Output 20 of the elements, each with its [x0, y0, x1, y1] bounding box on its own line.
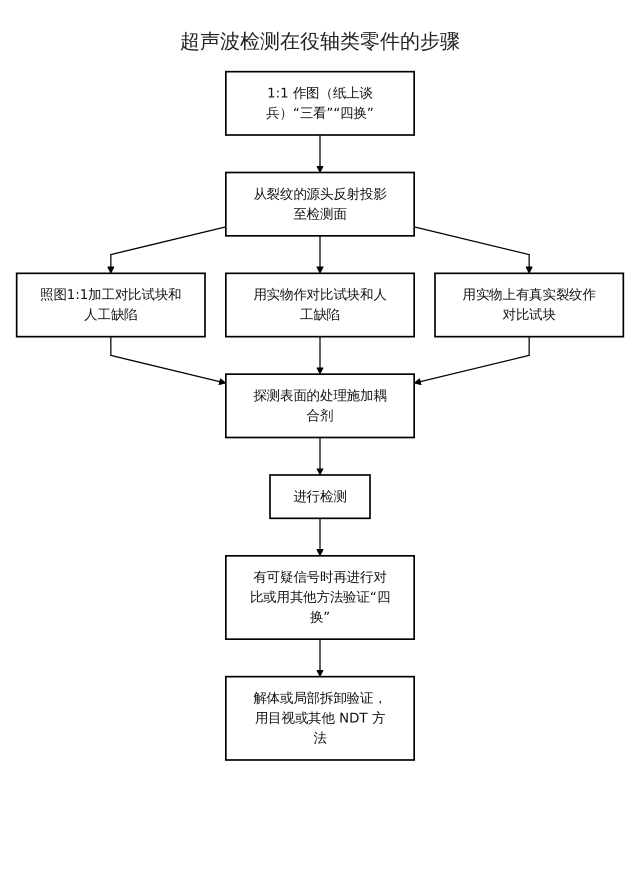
node-box: 进行检测	[269, 474, 371, 520]
node-box: 用实物作对比试块和人工缺陷	[225, 272, 415, 338]
diagram-title: 超声波检测在役轴类零件的步骤	[179, 28, 461, 55]
arrow	[414, 336, 530, 386]
arrow	[110, 336, 226, 386]
node-box: 1:1 作图（纸上谈兵）“三看”“四换”	[225, 70, 415, 136]
node-box: 有可疑信号时再进行对比或用其他方法验证“四换”	[225, 555, 415, 640]
arrow	[316, 438, 324, 476]
arrow	[316, 135, 324, 173]
arrow	[316, 336, 324, 374]
arrow	[414, 226, 533, 274]
node-box: 照图1:1加工对比试块和人工缺陷	[16, 272, 206, 338]
node-box: 解体或局部拆卸验证，用目视或其他 NDT 方法	[225, 676, 415, 761]
node-box: 探测表面的处理施加耦合剂	[225, 373, 415, 438]
arrow	[107, 226, 226, 274]
arrow	[316, 639, 324, 677]
arrow	[316, 518, 324, 556]
node-box: 从裂纹的源头反射投影至检测面	[225, 172, 415, 237]
arrow	[316, 236, 324, 274]
node-box: 用实物上有真实裂纹作对比试块	[434, 272, 624, 338]
